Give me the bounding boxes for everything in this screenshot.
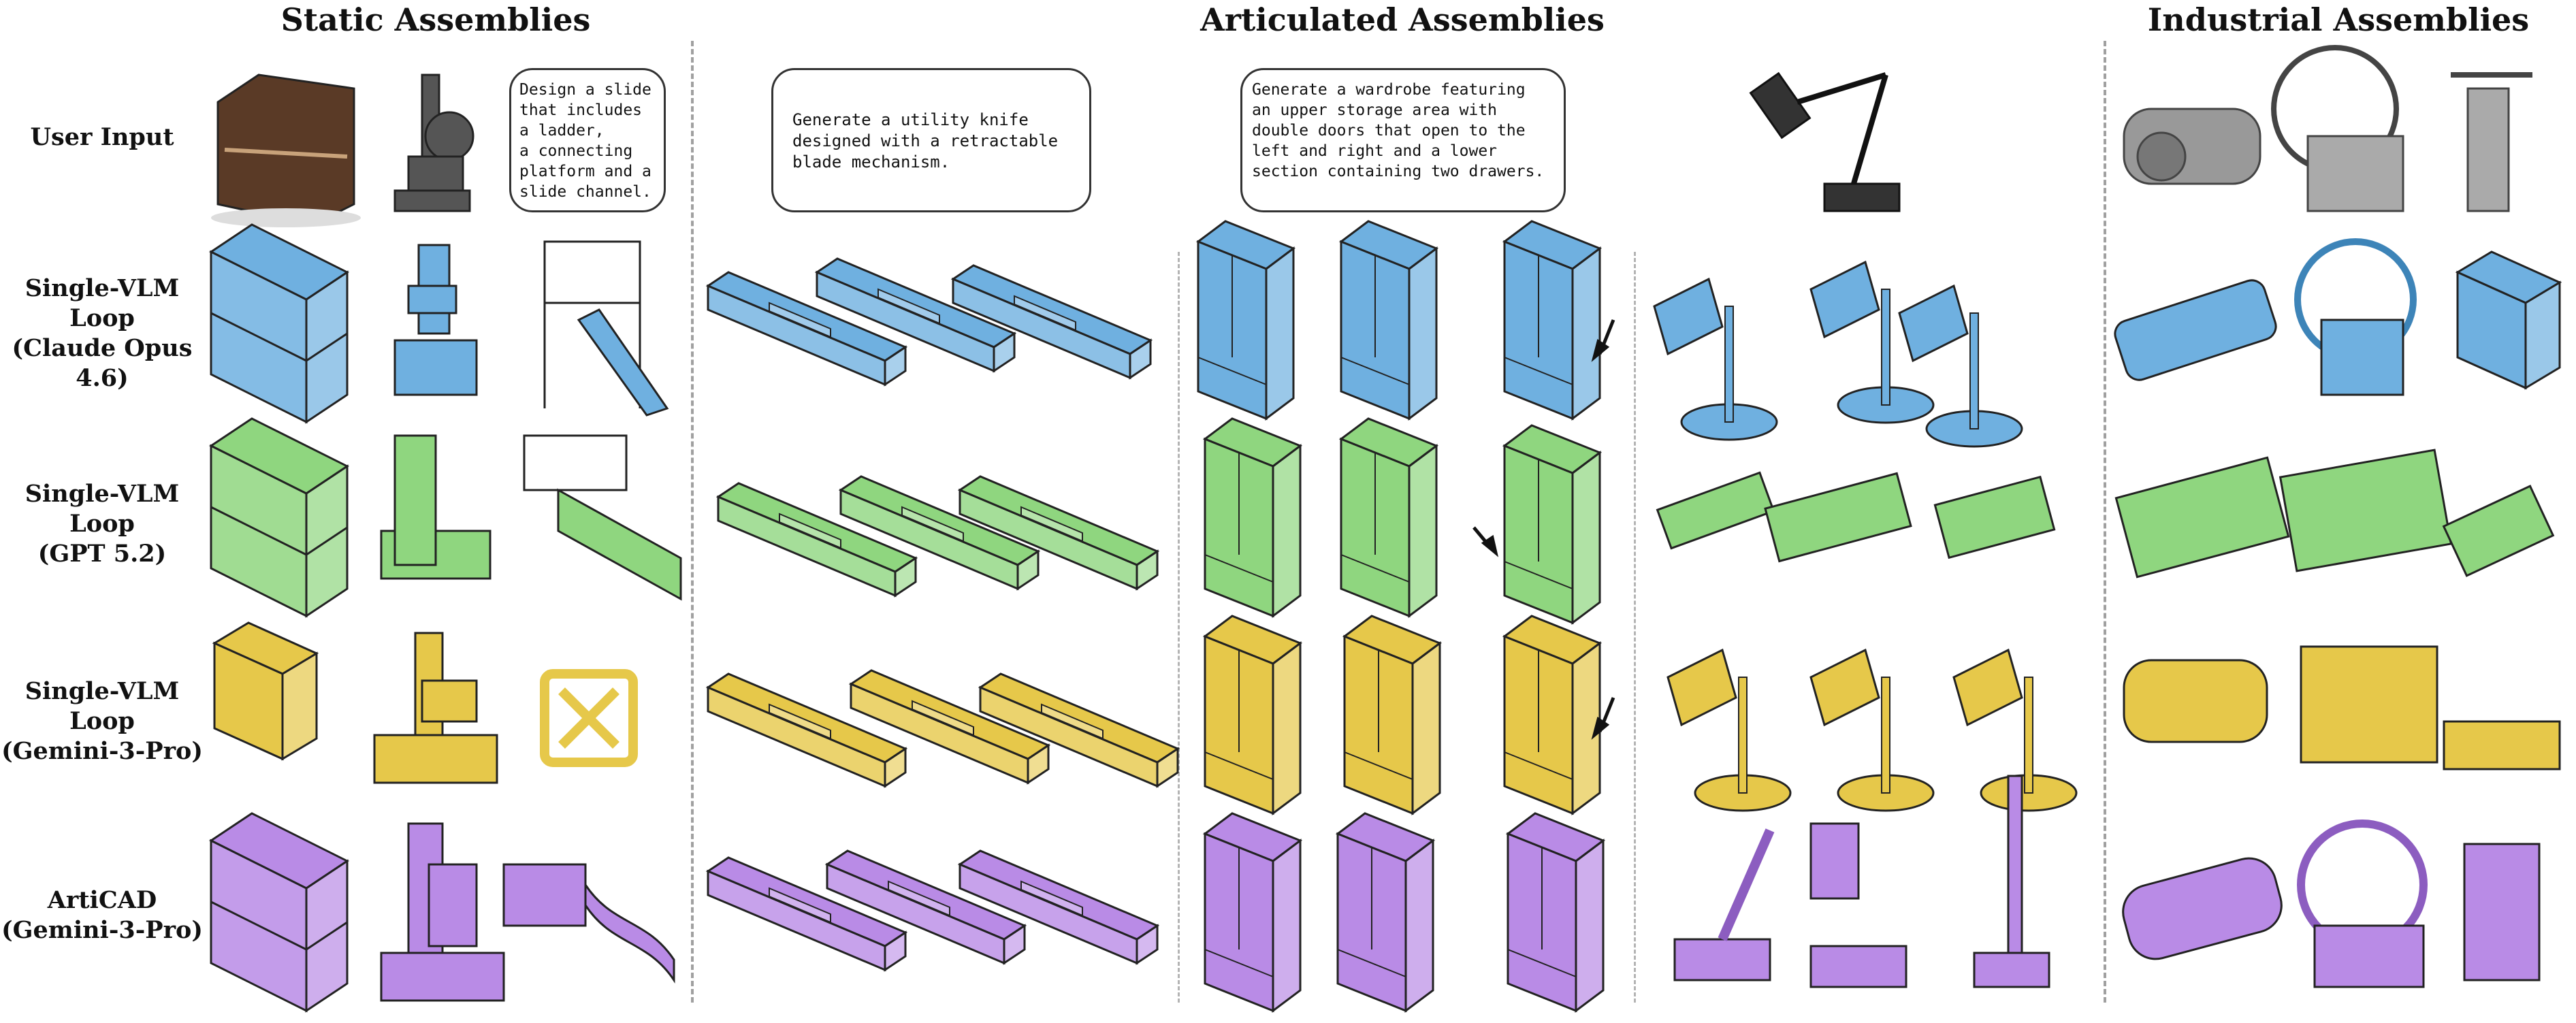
gemini-failed-slide-icon [540,669,638,767]
row-label-gemini: Single-VLM Loop(Gemini-3-Pro) [1,677,203,765]
prompt-knife: Generate a utility knife designed with a… [771,68,1091,212]
section-title-articulated: Articulated Assemblies [1200,1,1605,38]
prompt-slide: Design a slide that includes a ladder, a… [509,68,666,212]
row-label-user-input: User Input [30,123,174,151]
input-industrial-2 [2271,45,2404,212]
divider-wardrobe-lamp [1634,252,1636,1003]
input-industrial-3 [2451,72,2532,212]
input-industrial-1 [2123,108,2261,185]
articad-row [210,775,2541,1012]
input-microscope-photo [393,74,474,212]
divider-static-articulated [691,41,694,1003]
claude-row [210,220,2561,448]
gpt-row [210,417,2555,624]
row-label-gpt: Single-VLM Loop(GPT 5.2) [25,480,180,568]
input-lamp-photo [1749,71,1901,212]
input-shelf-photo [211,74,361,227]
divider-articulated-industrial [2104,41,2106,1003]
row-label-articad: ArtiCAD(Gemini-3-Pro) [1,886,203,944]
annotation-arrows [1472,319,1615,740]
prompt-wardrobe: Generate a wardrobe featuring an upper s… [1240,68,1566,212]
gemini-row [213,615,2561,815]
row-label-claude: Single-VLM Loop(Claude Opus 4.6) [12,274,193,392]
divider-knife-wardrobe [1178,252,1180,1003]
section-title-static: Static Assemblies [280,1,591,38]
section-title-industrial: Industrial Assemblies [2147,1,2530,38]
